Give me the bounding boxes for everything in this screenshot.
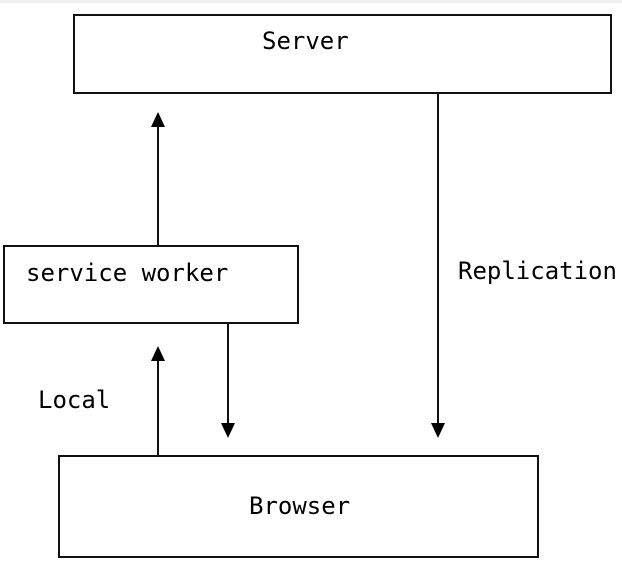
arrow-server-to-browser [431,94,445,438]
arrow-service-worker-to-browser [221,324,235,438]
node-browser[interactable] [58,455,539,558]
edge-label-local: Local [38,386,111,414]
node-service-worker[interactable] [3,245,299,324]
node-service-worker-label: service worker [26,259,229,287]
node-server-label: Server [262,27,349,55]
node-browser-label: Browser [249,492,351,520]
top-edge-strip [0,0,622,3]
node-server[interactable] [73,14,612,94]
arrow-browser-to-service-worker [151,346,165,455]
edge-label-replication: Replication [458,257,617,285]
arrow-service-worker-to-server [151,112,165,245]
